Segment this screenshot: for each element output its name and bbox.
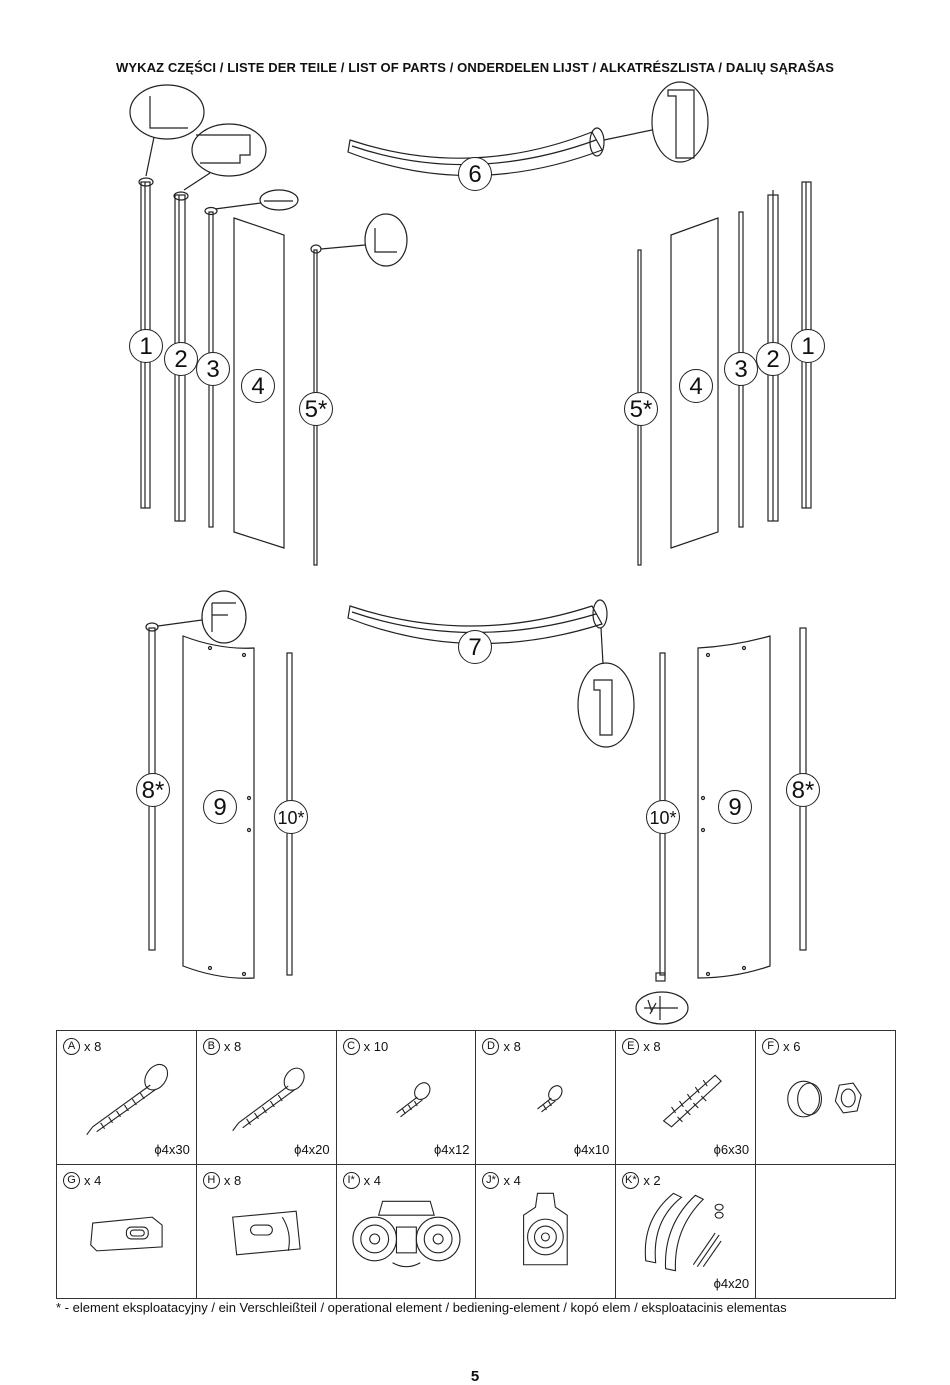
- item-letter: I*: [342, 1172, 360, 1189]
- screw-long-icon: [86, 1063, 169, 1136]
- hardware-cell-empty: [755, 1164, 896, 1299]
- glass-panel-4-left-icon: [233, 217, 285, 549]
- hardware-cell-j: J*x 4: [475, 1164, 617, 1299]
- part-label-10-left: 10*: [274, 800, 308, 834]
- wall-plug-icon: [663, 1074, 723, 1128]
- item-letter: H: [202, 1172, 220, 1189]
- roller-detail-icon: [635, 972, 689, 1025]
- door-panel-9-right-icon: [697, 635, 771, 979]
- screw-mini-icon: [537, 1085, 564, 1113]
- item-size: ϕ6x30: [713, 1142, 750, 1157]
- screw-short-icon: [395, 1082, 431, 1118]
- detail-magnifier-left-1: [129, 84, 205, 177]
- part-label-4-right: 4: [679, 369, 713, 403]
- item-size: ϕ4x20: [713, 1276, 750, 1291]
- item-letter: C: [342, 1038, 360, 1055]
- part-label-2-right: 2: [756, 342, 790, 376]
- single-roller-icon: [523, 1192, 569, 1266]
- item-letter: B: [202, 1038, 220, 1055]
- bracket-plate-icon: [231, 1210, 301, 1256]
- part-label-5-right: 5*: [624, 392, 658, 426]
- part-label-4-left: 4: [241, 369, 275, 403]
- part-label-1-left: 1: [129, 329, 163, 363]
- detail-magnifier-rail-bottom: [577, 627, 635, 748]
- item-letter: D: [482, 1038, 500, 1055]
- item-qty: x 8: [643, 1039, 661, 1054]
- item-qty: x 2: [643, 1173, 661, 1188]
- page-number: 5: [470, 1368, 480, 1385]
- detail-magnifier-left-3: [214, 189, 299, 211]
- cap-nut-icon: [787, 1080, 862, 1118]
- part-label-2-left: 2: [164, 342, 198, 376]
- item-letter: J*: [482, 1172, 500, 1189]
- part-label-8-left: 8*: [136, 773, 170, 807]
- exploded-parts-diagram: [129, 81, 812, 1025]
- part-label-3-left: 3: [196, 352, 230, 386]
- screw-medium-icon: [232, 1067, 305, 1132]
- item-letter: F: [762, 1038, 780, 1055]
- item-qty: x 4: [84, 1173, 102, 1188]
- part-label-6: 6: [458, 157, 492, 191]
- item-letter: K*: [622, 1172, 640, 1189]
- footnote: * - element eksploatacyjny / ein Verschl…: [56, 1300, 787, 1315]
- item-qty: x 4: [503, 1173, 521, 1188]
- detail-magnifier-left-bottom: [157, 590, 247, 644]
- part-label-7: 7: [458, 630, 492, 664]
- handle-icon: [645, 1192, 724, 1272]
- door-panel-9-left-icon: [182, 635, 255, 979]
- item-size: ϕ4x30: [154, 1142, 190, 1157]
- part-label-9-left: 9: [203, 790, 237, 824]
- item-letter: G: [63, 1172, 80, 1189]
- part-label-8-right: 8*: [786, 773, 820, 807]
- glass-panel-4-right-icon: [670, 217, 719, 549]
- part-label-1-right: 1: [791, 329, 825, 363]
- part-label-10-right: 10*: [646, 800, 680, 834]
- item-qty: x 6: [783, 1039, 801, 1054]
- item-qty: x 10: [363, 1039, 389, 1054]
- item-qty: x 4: [363, 1173, 381, 1188]
- detail-magnifier-left-4: [320, 213, 408, 267]
- item-qty: x 8: [223, 1173, 242, 1188]
- item-qty: x 8: [84, 1039, 102, 1054]
- detail-magnifier-left-2: [183, 123, 267, 191]
- part-label-5-left: 5*: [299, 392, 333, 426]
- part-label-9-right: 9: [718, 790, 752, 824]
- item-size: ϕ4x12: [434, 1142, 470, 1157]
- item-size: ϕ4x20: [294, 1142, 330, 1157]
- item-qty: x 8: [223, 1039, 242, 1054]
- part-label-3-right: 3: [724, 352, 758, 386]
- clip-icon: [90, 1216, 163, 1252]
- item-qty: x 8: [503, 1039, 521, 1054]
- item-letter: A: [63, 1038, 80, 1055]
- item-letter: E: [622, 1038, 640, 1055]
- page-title: WYKAZ CZĘŚCI / LISTE DER TEILE / LIST OF…: [115, 60, 835, 75]
- detail-magnifier-rail-top: [603, 81, 709, 163]
- double-roller-icon: [351, 1200, 461, 1268]
- item-size: ϕ4x10: [573, 1142, 610, 1157]
- hardware-cell-i: I*x 4: [335, 1164, 477, 1299]
- hardware-cell-k: K*x 2 ϕ4x20: [615, 1164, 757, 1299]
